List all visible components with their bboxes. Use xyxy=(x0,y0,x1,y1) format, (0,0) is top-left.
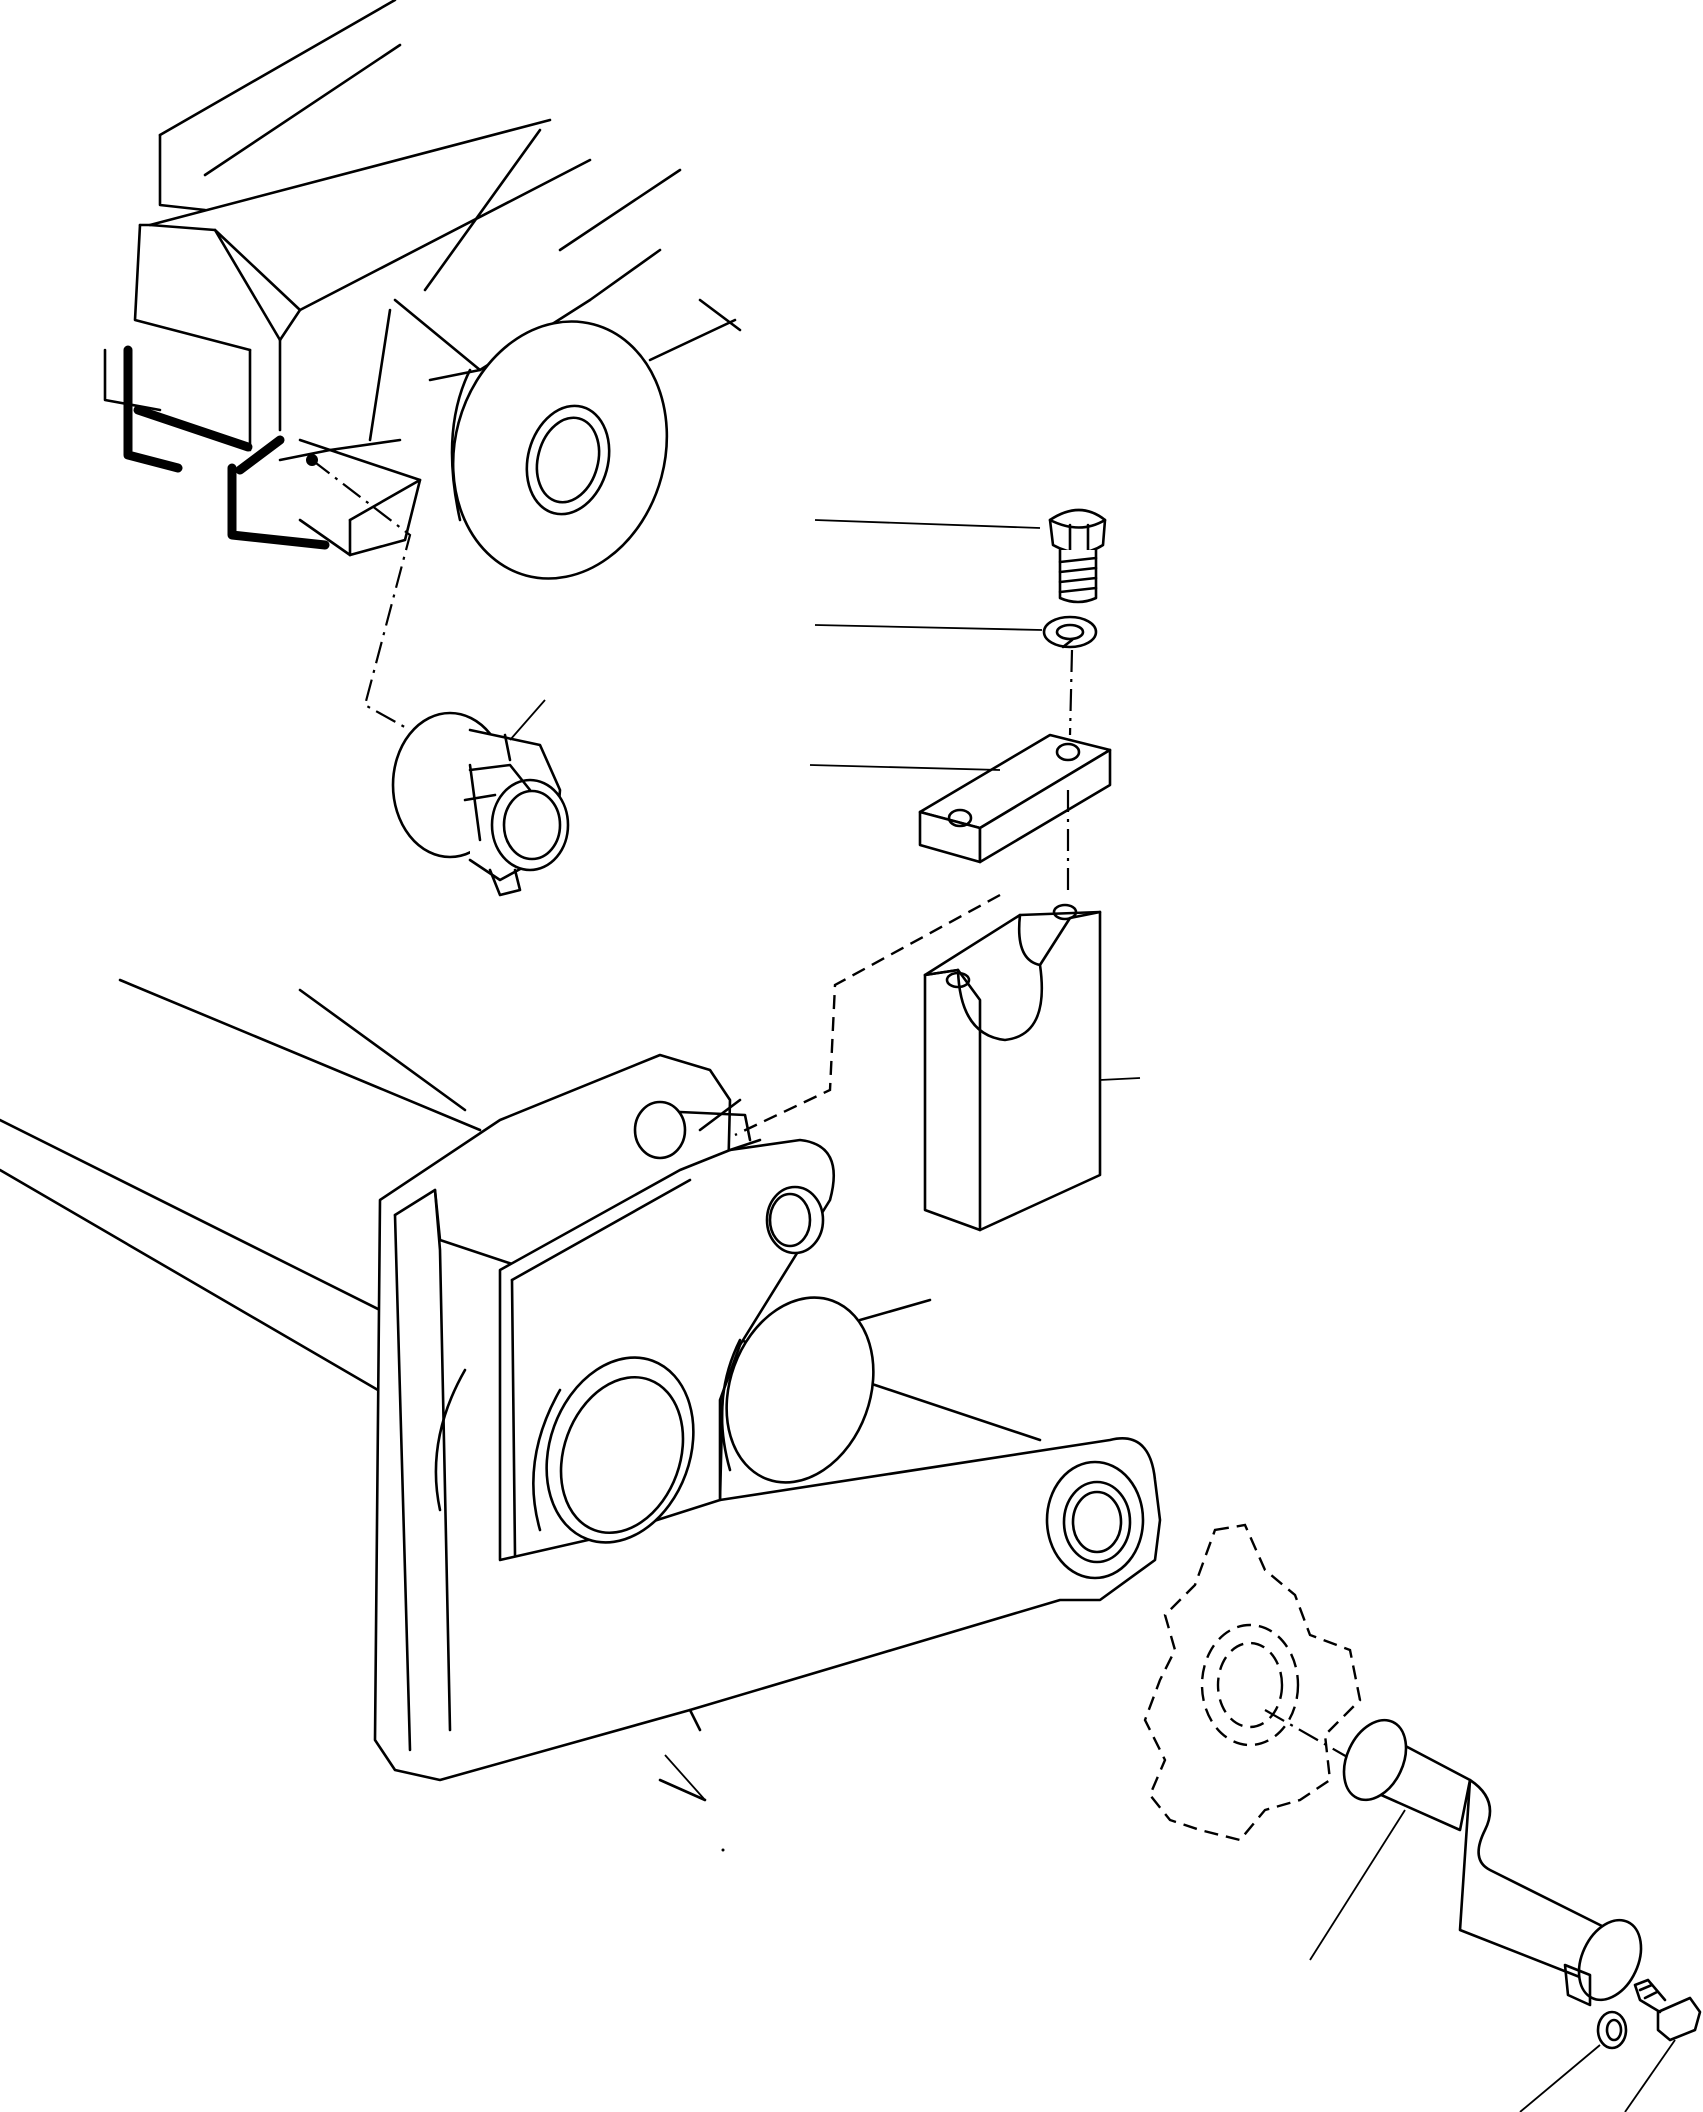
trailer-socket-icon xyxy=(391,699,570,897)
washer-icon xyxy=(1519,2010,1628,2112)
tractor-rear-icon xyxy=(103,0,742,557)
wheel-icon xyxy=(450,320,669,580)
boom-bracket-icon xyxy=(0,978,1162,1802)
support-block-icon xyxy=(923,903,1141,1232)
lock-washer-icon xyxy=(814,615,1098,649)
pivot-pin-icon xyxy=(1309,1718,1643,2007)
gear-outline-icon xyxy=(1143,1523,1362,1842)
hex-bolt-icon xyxy=(814,508,1107,604)
retainer-plate-icon xyxy=(809,733,1112,864)
bolt-icon xyxy=(1624,1978,1702,2112)
